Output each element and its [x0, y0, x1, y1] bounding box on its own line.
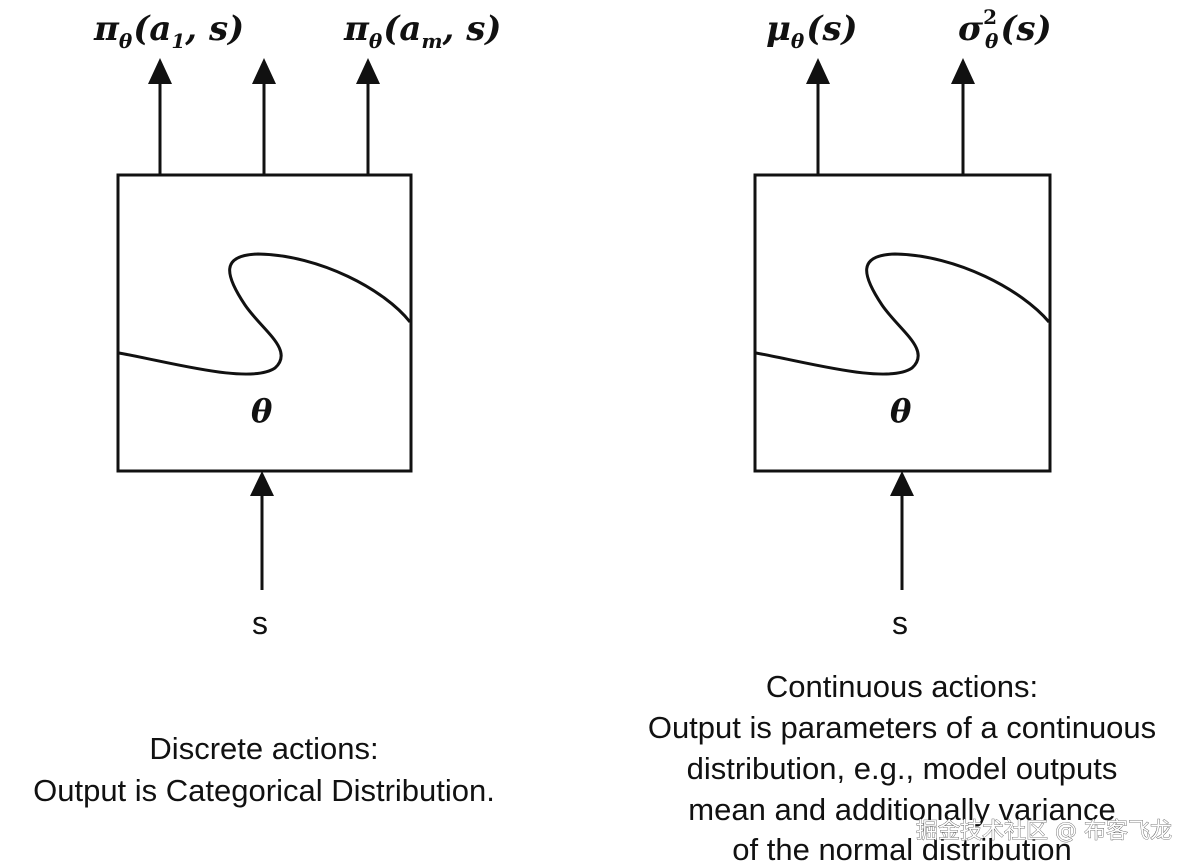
- output-label-mean: μθ(s): [766, 9, 858, 53]
- caption-line: Discrete actions:: [149, 731, 378, 766]
- watermark-text: 掘金技术社区 @ 布客飞龙: [916, 819, 1172, 844]
- caption-line: Continuous actions:: [766, 669, 1038, 704]
- caption-line: Output is Categorical Distribution.: [33, 773, 495, 808]
- output-arrow: [148, 58, 172, 175]
- discrete-panel: πθ(a1, s) πθ(am, s) θ s Discrete actions…: [33, 9, 501, 808]
- input-state-label: s: [252, 605, 268, 641]
- network-box: [116, 173, 413, 473]
- input-state-label: s: [892, 605, 908, 641]
- caption-line: mean and additionally variance: [688, 792, 1115, 827]
- output-arrow: [951, 58, 975, 175]
- network-box: [753, 173, 1052, 473]
- nonlinear-curve: [755, 252, 1051, 376]
- caption-line: Output is parameters of a continuous: [648, 710, 1156, 745]
- output-label-first-action: πθ(a1, s): [93, 9, 244, 53]
- input-arrow: [890, 471, 914, 590]
- parameter-theta: θ: [890, 392, 912, 430]
- output-arrow: [356, 58, 380, 175]
- caption-line: distribution, e.g., model outputs: [687, 751, 1118, 786]
- caption-line: of the normal distribution: [732, 832, 1071, 866]
- input-arrow: [250, 471, 274, 590]
- output-arrow: [806, 58, 830, 175]
- output-arrow: [252, 58, 276, 175]
- nonlinear-curve: [118, 252, 412, 376]
- parameter-theta: θ: [251, 392, 273, 430]
- output-label-last-action: πθ(am, s): [343, 9, 501, 53]
